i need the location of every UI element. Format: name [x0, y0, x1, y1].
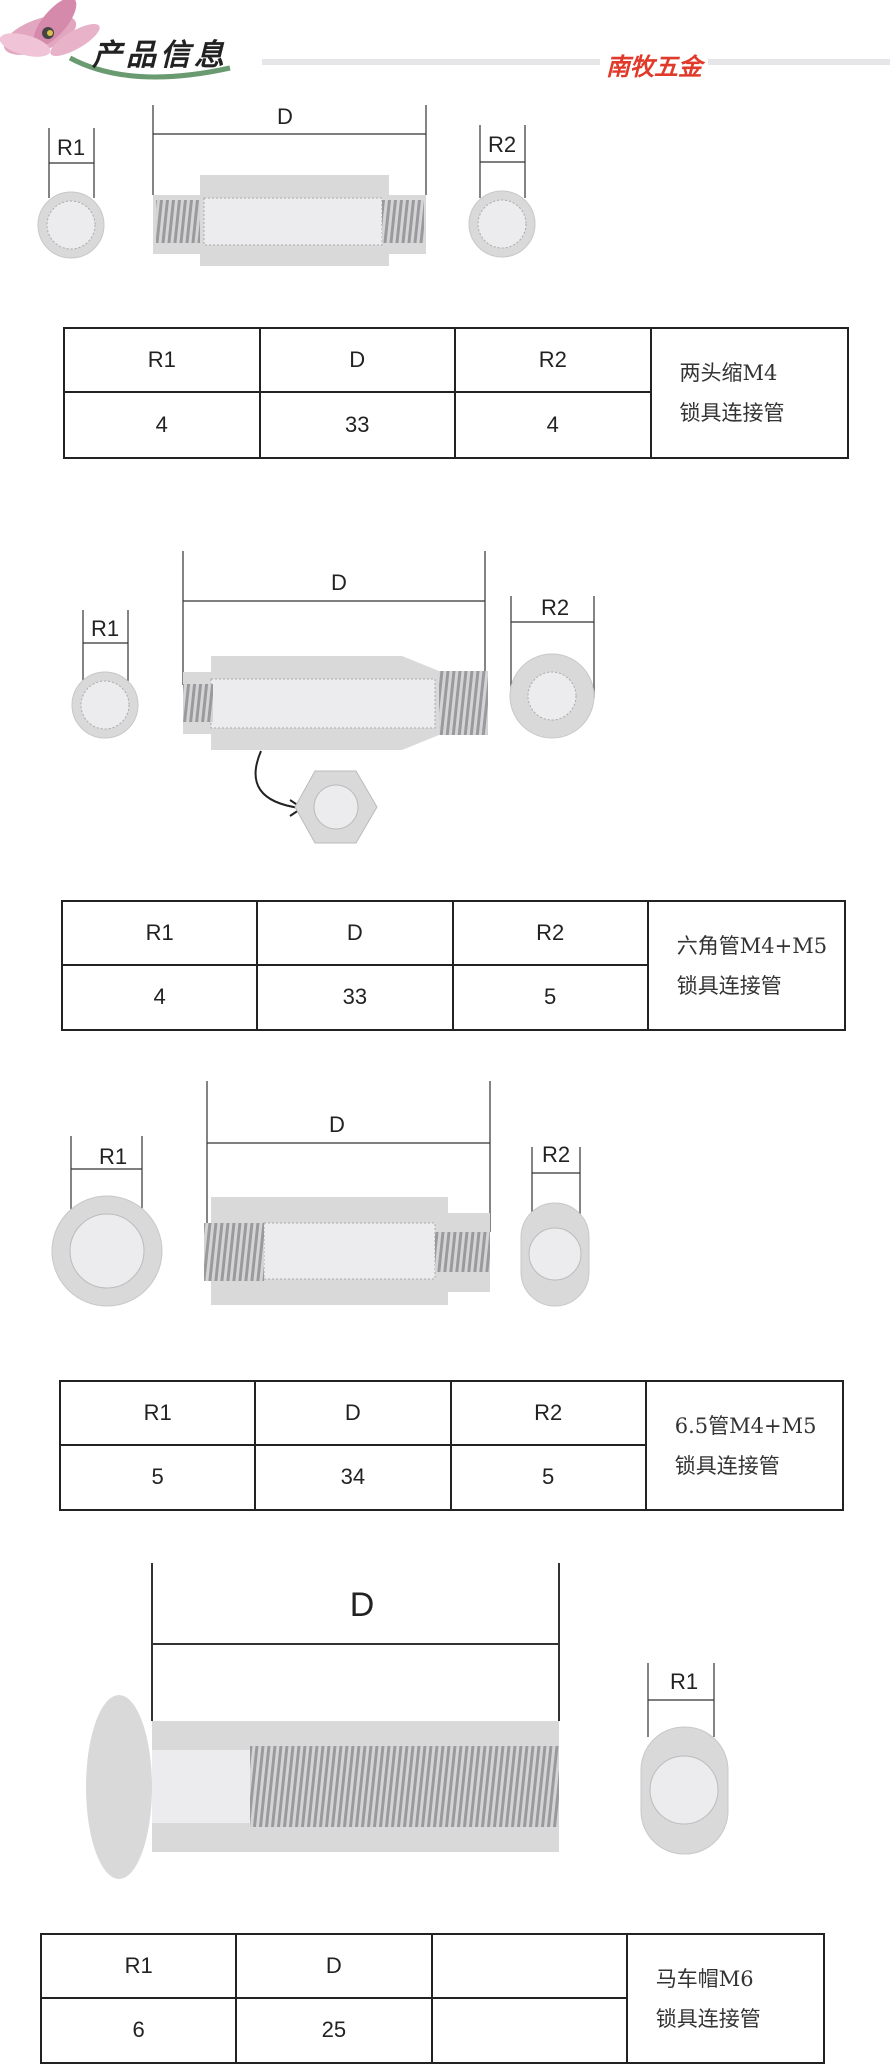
part-2-drawing	[71, 653, 595, 844]
spec-table-4: R1 D 马车帽M6 锁具连接管 6 25	[40, 1933, 825, 2064]
value-cell: 4	[63, 965, 259, 1029]
header-cell: R1	[65, 329, 261, 393]
value-cell: 5	[452, 1445, 647, 1509]
header-divider	[262, 59, 890, 65]
d-label: D	[331, 570, 347, 595]
name-line-1: 马车帽M6	[655, 1966, 754, 1991]
name-line-1: 6.5管M4+M5	[674, 1413, 817, 1438]
value-cell: 5	[454, 965, 649, 1029]
spec-table-2: R1 D R2 六角管M4+M5 锁具连接管 4 33 5	[61, 900, 846, 1031]
product-name: 两头缩M4 锁具连接管	[652, 329, 848, 457]
value-cell	[433, 1998, 628, 2062]
part-4-drawing	[86, 1695, 729, 1879]
header-cell: D	[237, 1935, 433, 1999]
value-cell: 4	[456, 393, 652, 457]
brand-name: 南牧五金	[600, 47, 708, 82]
value-cell: 5	[61, 1445, 257, 1509]
name-line-2: 锁具连接管	[679, 401, 785, 425]
r1-label: R1	[91, 616, 119, 641]
header-cell: D	[260, 329, 456, 393]
d-label: D	[350, 1586, 375, 1624]
header-cell: R1	[61, 1382, 257, 1446]
header-cell: R2	[451, 1382, 647, 1446]
value-cell: 33	[261, 393, 456, 457]
arrow-icon	[254, 750, 301, 809]
d-label: D	[277, 104, 293, 129]
value-cell: 4	[65, 393, 261, 457]
spec-table-1: R1 D R2 两头缩M4 锁具连接管 4 33 4	[63, 327, 849, 459]
header-cell: R2	[453, 902, 649, 966]
name-line-1: 两头缩M4	[679, 361, 778, 385]
r1-label: R1	[57, 135, 85, 160]
r2-label: R2	[488, 132, 516, 157]
value-cell: 33	[258, 965, 454, 1029]
header-cell: R2	[456, 329, 652, 393]
r2-label: R2	[541, 595, 569, 620]
part-3-drawing	[51, 1195, 590, 1307]
value-cell: 6	[42, 1998, 238, 2062]
product-name: 马车帽M6 锁具连接管	[628, 1935, 823, 2062]
header-cell: R1	[63, 902, 259, 966]
r2-label: R2	[542, 1142, 570, 1167]
header-cell: D	[258, 902, 454, 966]
spec-table-3: R1 D R2 6.5管M4+M5 锁具连接管 5 34 5	[59, 1380, 844, 1511]
name-line-2: 锁具连接管	[674, 1453, 780, 1478]
r1-label: R1	[99, 1144, 127, 1169]
flower-logo	[0, 0, 231, 80]
d-label: D	[329, 1112, 345, 1137]
header-cell: D	[256, 1382, 452, 1446]
value-cell: 25	[237, 1998, 433, 2062]
header-cell: R1	[42, 1935, 238, 1999]
r1-label: R1	[670, 1669, 698, 1694]
product-name: 六角管M4+M5 锁具连接管	[649, 902, 844, 1029]
name-line-1: 六角管M4+M5	[676, 933, 828, 958]
part-1-drawing	[37, 175, 536, 266]
product-name: 6.5管M4+M5 锁具连接管	[647, 1382, 842, 1509]
header-cell	[432, 1935, 628, 1999]
value-cell: 34	[256, 1445, 452, 1509]
page-title: 产品信息	[92, 38, 228, 73]
name-line-2: 锁具连接管	[655, 2006, 761, 2031]
name-line-2: 锁具连接管	[676, 973, 782, 998]
